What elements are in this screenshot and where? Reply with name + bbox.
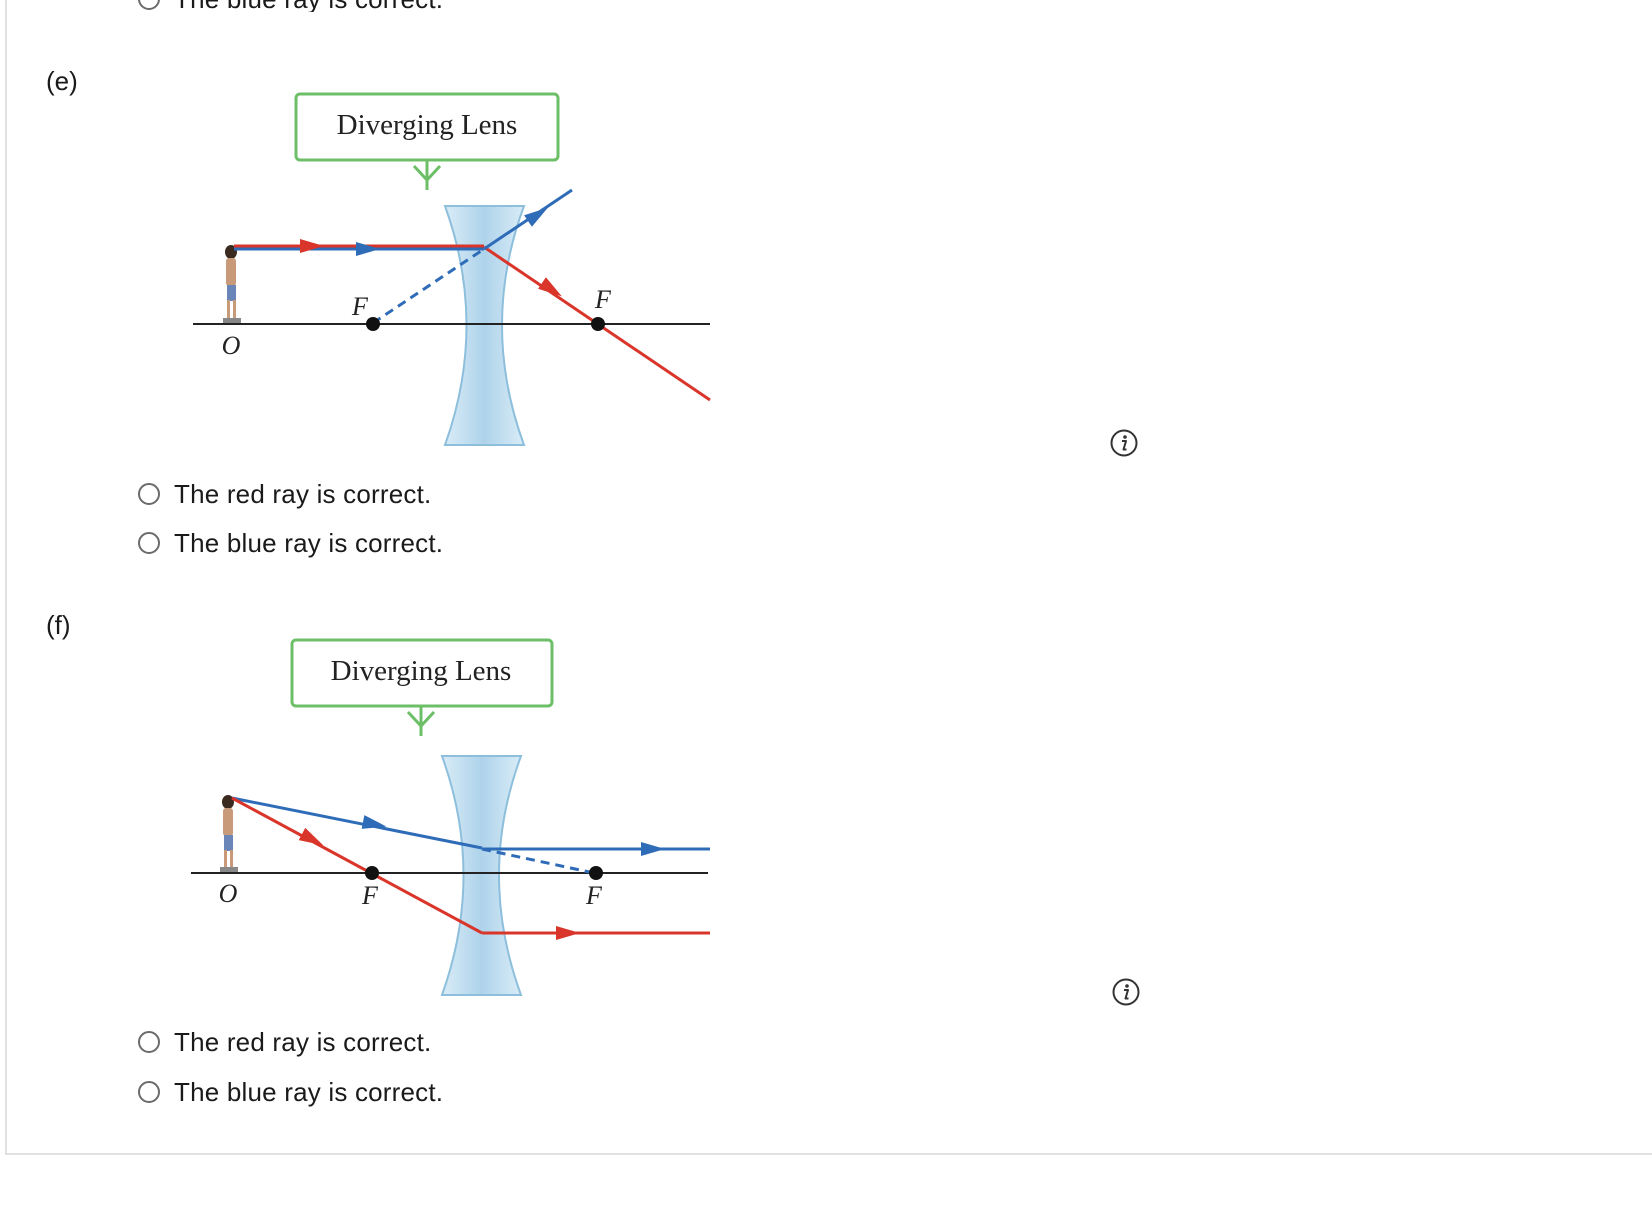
callout-diverging-lens: Diverging Lens — [294, 92, 560, 190]
red-arrowhead-2 — [538, 277, 562, 297]
focal-point-right — [589, 866, 603, 880]
object-person — [220, 795, 238, 872]
ray-diagram-f: Diverging Lens F F O — [191, 638, 710, 996]
diagram-f: Diverging Lens F F O — [188, 636, 718, 1001]
diverging-lens — [443, 205, 526, 446]
red-arrowhead-1 — [298, 827, 324, 846]
focal-point-right — [591, 317, 605, 331]
part-label-f: (f) — [46, 610, 71, 640]
blue-arrowhead-1 — [361, 815, 387, 829]
option-red-ray-f[interactable]: The red ray is correct. — [138, 1025, 431, 1059]
object-label: O — [219, 879, 238, 908]
radio-button[interactable] — [138, 1031, 160, 1053]
blue-arrowhead-1 — [356, 242, 380, 256]
content-bottom-border — [5, 1153, 1652, 1155]
diverging-lens — [440, 755, 523, 996]
option-blue-ray-e[interactable]: The blue ray is correct. — [138, 526, 443, 560]
option-blue-ray-f[interactable]: The blue ray is correct. — [138, 1075, 443, 1109]
callout-diverging-lens: Diverging Lens — [290, 638, 554, 736]
object-label: O — [222, 331, 241, 360]
option-label: The blue ray is correct. — [174, 0, 443, 12]
object-person — [223, 245, 241, 323]
focal-point-left — [365, 866, 379, 880]
info-icon[interactable] — [1112, 978, 1140, 1006]
callout-text: Diverging Lens — [331, 655, 512, 687]
blue-ray-dashed-extension — [372, 247, 485, 325]
radio-blue-ray-previous[interactable] — [138, 0, 160, 10]
part-label-e: (e) — [46, 66, 78, 96]
focal-label-right: F — [585, 881, 603, 910]
option-label: The red ray is correct. — [174, 478, 432, 509]
radio-button[interactable] — [138, 532, 160, 554]
focal-label-left: F — [351, 292, 369, 321]
focal-point-left — [366, 317, 380, 331]
radio-button[interactable] — [138, 1081, 160, 1103]
ray-diagram-e: Diverging Lens F F O — [193, 92, 711, 446]
radio-button[interactable] — [138, 483, 160, 505]
content-left-border — [5, 0, 7, 1155]
diagram-e: Diverging Lens F F O — [190, 90, 720, 450]
red-ray-incident — [231, 796, 483, 935]
blue-ray-dashed-extension — [481, 847, 595, 875]
info-icon[interactable] — [1110, 429, 1138, 457]
option-label: The blue ray is correct. — [174, 527, 444, 558]
blue-arrowhead-2 — [641, 842, 665, 856]
focal-label-right: F — [594, 285, 612, 314]
callout-text: Diverging Lens — [337, 109, 518, 141]
red-arrowhead-1 — [300, 239, 324, 253]
previous-part-option-clipped: The blue ray is correct. — [138, 0, 498, 12]
option-label: The red ray is correct. — [174, 1026, 432, 1057]
blue-ray-incident — [231, 796, 483, 850]
option-red-ray-e[interactable]: The red ray is correct. — [138, 477, 431, 511]
blue-arrowhead-2 — [524, 207, 548, 227]
option-label: The blue ray is correct. — [174, 1076, 444, 1107]
red-arrowhead-2 — [556, 926, 580, 940]
focal-label-left: F — [361, 881, 379, 910]
